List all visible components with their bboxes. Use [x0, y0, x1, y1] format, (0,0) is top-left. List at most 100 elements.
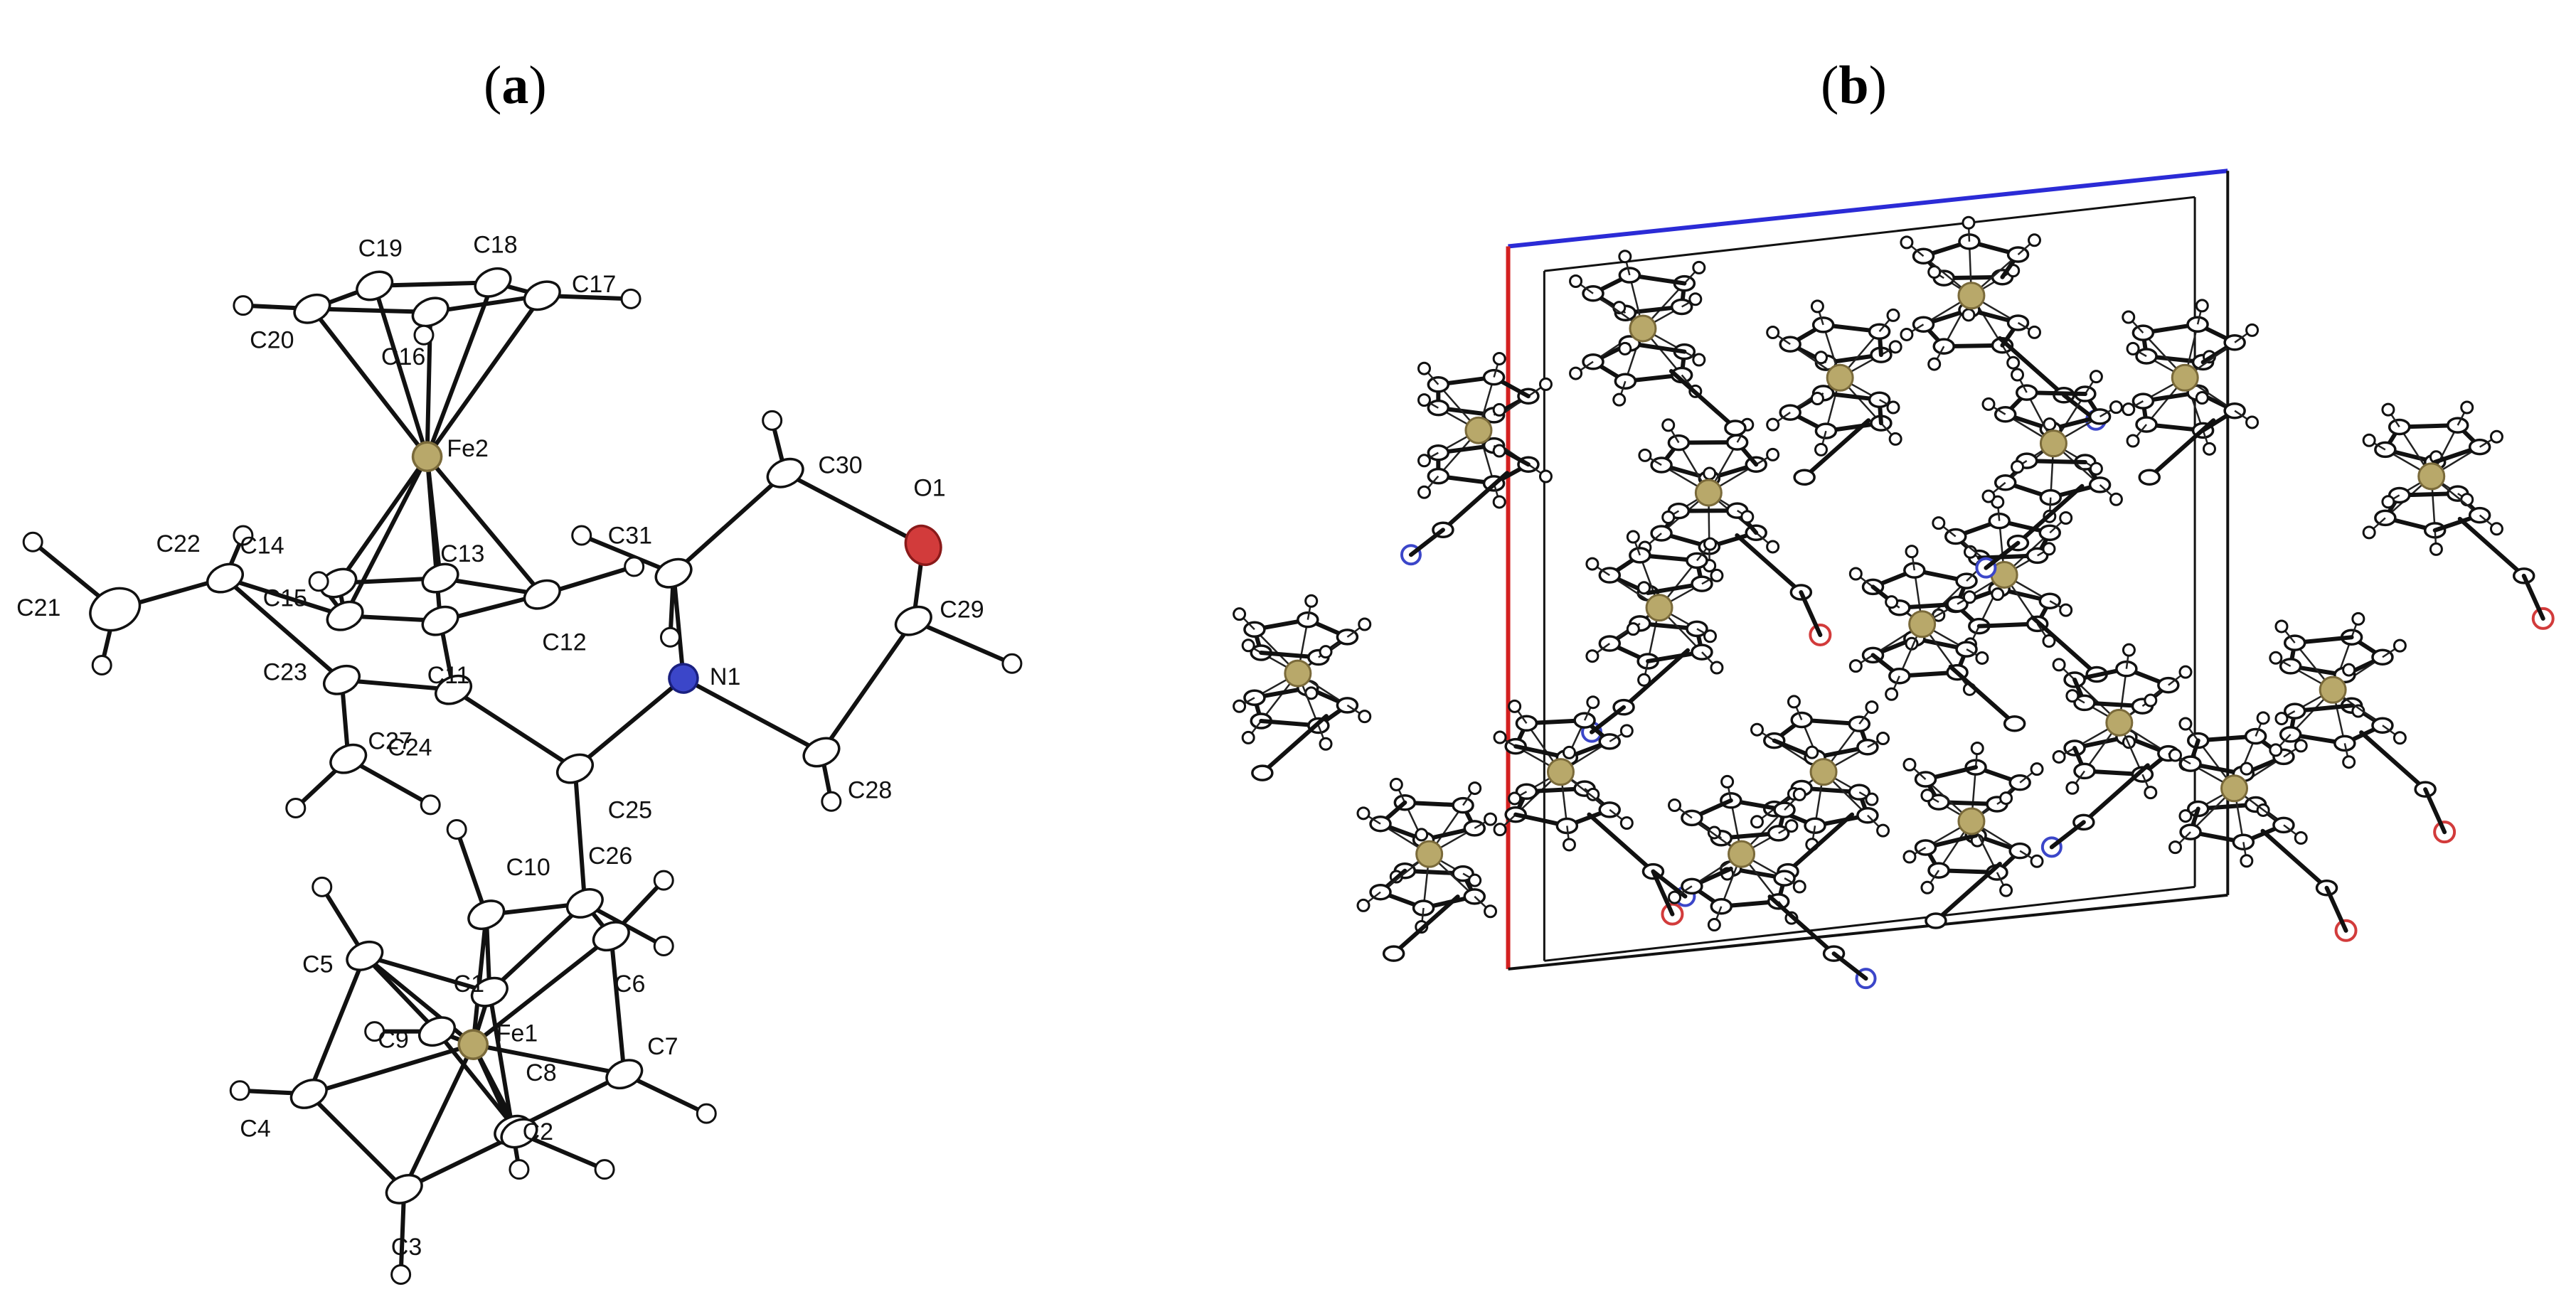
atom-C28	[802, 737, 841, 768]
hydrogen-atom	[2109, 400, 2123, 415]
packed-molecule	[1975, 368, 2123, 579]
carbon-atom	[1793, 469, 1816, 486]
bond-C28-N1	[681, 676, 824, 754]
hydrogen-atom	[1766, 540, 1780, 554]
atom-C2	[500, 1118, 538, 1149]
hydrogen-atom	[1626, 622, 1640, 636]
hydrogen-atom	[2489, 522, 2503, 536]
iron-atom	[2220, 774, 2249, 803]
bond-Fe1-C7	[471, 1042, 627, 1076]
hydrogen-atom	[312, 876, 333, 897]
hydrogen-atom	[229, 1080, 250, 1101]
atom-label-C17: C17	[572, 271, 616, 298]
packed-molecule	[1581, 530, 1724, 743]
packed-molecule	[1902, 742, 2044, 929]
atom-label-Fe2: Fe2	[447, 435, 489, 462]
bond-Fe2-C19	[372, 283, 430, 459]
chain-bond	[2147, 418, 2216, 480]
hydrogen-atom	[2052, 658, 2066, 672]
packed-molecule	[2040, 643, 2193, 858]
atom-label-C10: C10	[506, 854, 550, 881]
hydrogen-atom	[1865, 700, 1879, 715]
panel-a-label-close: )	[528, 55, 546, 115]
hydrogen-atom	[1668, 890, 1682, 904]
h-bond	[346, 757, 433, 807]
atom-label-C16: C16	[381, 343, 425, 370]
cell-c-axis	[1508, 169, 2228, 249]
atom-C29	[894, 605, 932, 636]
atom-label-C29: C29	[940, 597, 984, 624]
molecule-atoms	[89, 267, 942, 1204]
carbon-atom	[2138, 469, 2161, 486]
hydrogen-atom	[1962, 308, 1976, 322]
chain-bond	[1767, 894, 1836, 956]
hydrogen-atom	[2274, 619, 2289, 634]
hydrogen-atom	[2195, 299, 2209, 313]
panel-b-label-open: (	[1821, 55, 1838, 115]
hydrogen-atom	[2122, 643, 2136, 657]
atom-C16	[411, 296, 449, 328]
hydrogen-atom	[1900, 327, 1914, 341]
atom-label-C8: C8	[526, 1059, 556, 1086]
packed-molecule	[2168, 711, 2358, 942]
hydrogen-atom	[1888, 340, 1902, 354]
hydrogen-atom	[1710, 661, 1724, 675]
atom-label-O1: O1	[913, 475, 945, 502]
iron-atom	[1826, 363, 1854, 392]
hydrogen-atom	[2089, 461, 2103, 476]
atom-label-C9: C9	[378, 1027, 408, 1054]
hydrogen-atom	[1848, 567, 1863, 581]
iron-atom	[1415, 840, 1444, 868]
iron-atom	[1728, 840, 1756, 868]
atom-C24	[435, 674, 473, 705]
hydrogen-atom	[1319, 645, 1333, 659]
hydrogen-atom	[2202, 442, 2216, 456]
atom-label-C4: C4	[240, 1115, 270, 1142]
hydrogen-atom	[1668, 798, 1682, 813]
atom-label-C19: C19	[358, 235, 403, 262]
hydrogen-atom	[1001, 653, 1023, 674]
molecule-bonds	[112, 280, 926, 1192]
hydrogen-atom	[2294, 739, 2308, 753]
hydrogen-atom	[1538, 469, 1553, 483]
cell-edge	[1508, 893, 2228, 971]
hydrogen-atom	[624, 556, 645, 577]
chain-bond	[2324, 885, 2348, 933]
atom-C20	[293, 293, 331, 324]
hydrogen-atom	[2178, 809, 2193, 823]
hydrogen-atom	[2011, 460, 2025, 474]
hydrogen-atom	[1902, 757, 1917, 771]
atom-label-C7: C7	[647, 1033, 678, 1060]
hydrogen-atom	[1493, 823, 1507, 837]
hydrogen-atom	[1740, 510, 1755, 524]
chain-bond	[2031, 615, 2099, 677]
chain-bond	[1651, 869, 1688, 899]
atom-C6	[592, 921, 630, 952]
hydrogen-atom	[1389, 777, 1403, 791]
atom-label-C11: C11	[427, 662, 470, 689]
hydrogen-atom	[2245, 323, 2260, 337]
hydrogen-atom	[2269, 743, 2283, 757]
hydrogen-atom	[1814, 351, 1828, 365]
atom-label-C12: C12	[542, 629, 586, 656]
hydrogen-atom	[2059, 603, 2073, 617]
atom-label-C18: C18	[473, 232, 517, 259]
hydrogen-atom	[1493, 730, 1507, 744]
iron-atom	[1957, 807, 1986, 835]
atom-label-C22: C22	[156, 530, 200, 557]
hydrogen-atom	[1981, 489, 1996, 503]
packed-molecule	[1493, 695, 1696, 926]
hydrogen-atom	[1814, 442, 1828, 456]
hydrogen-atom	[1585, 649, 1600, 663]
atom-label-C5: C5	[302, 951, 333, 978]
h-bond	[579, 533, 676, 576]
hydrogen-atom	[1688, 292, 1703, 306]
atom-C31	[654, 557, 693, 589]
chain-bond	[2457, 516, 2526, 578]
atom-C25	[555, 753, 594, 784]
hydrogen-atom	[2168, 840, 2183, 855]
cell-edge	[1544, 885, 2196, 962]
hydrogen-atom	[2381, 495, 2395, 509]
bond-Fe1-C3	[402, 1042, 476, 1192]
